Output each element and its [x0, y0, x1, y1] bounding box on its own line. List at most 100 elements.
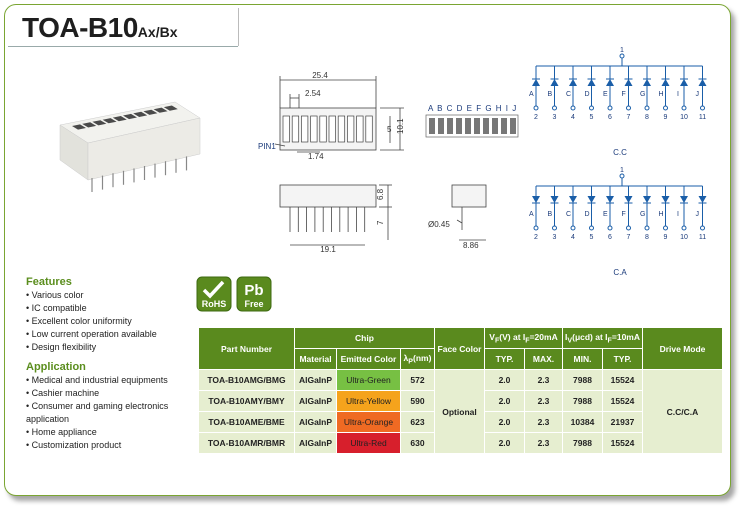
iv-min-cell: 7988	[562, 390, 603, 412]
emitted-color-cell: Ultra-Green	[336, 369, 401, 391]
pin-dot	[533, 105, 539, 111]
pin-dot	[570, 225, 576, 231]
emitted-color-cell: Ultra-Yellow	[336, 390, 401, 412]
diode-icon	[532, 196, 540, 203]
segment-label: E	[603, 211, 608, 218]
application-heading: Application	[26, 361, 86, 373]
diode-icon	[698, 196, 707, 203]
top-view-segment	[328, 115, 336, 143]
pin-number: 3	[553, 234, 557, 241]
pin-dot	[607, 225, 613, 231]
pin-dot	[681, 105, 687, 111]
feature-item: Design flexibility	[26, 341, 196, 354]
feature-item: Low current operation available	[26, 328, 196, 341]
part-number-cell: TOA-B10AMG/BMG	[198, 369, 295, 391]
front-view-segment	[438, 118, 444, 134]
diode-icon	[550, 79, 559, 86]
wavelength-cell: 630	[400, 432, 435, 454]
col-material: Material	[294, 348, 337, 370]
col-part-number: Part Number	[198, 327, 295, 370]
pin-dot	[644, 225, 650, 231]
col-lambda: λP(nm)	[400, 348, 435, 370]
spec-table: Part Number Chip Face Color VF(V) at IF=…	[198, 327, 723, 454]
feature-item: Various color	[26, 289, 196, 302]
dim-6-8: 6.8	[376, 188, 385, 200]
pin-number: 9	[664, 234, 668, 241]
pin1-label: PIN1	[258, 142, 276, 151]
pin-number: 2	[534, 114, 538, 121]
pin-number: 3	[553, 114, 557, 121]
iv-min-cell: 7988	[562, 369, 603, 391]
diode-icon	[680, 79, 688, 86]
col-vf-typ: TYP.	[484, 348, 525, 370]
front-view-segment	[465, 118, 471, 134]
title-suffix: Ax/Bx	[137, 24, 178, 40]
diode-icon	[569, 79, 577, 86]
material-cell: AlGaInP	[294, 369, 337, 391]
dim-0-45: Ø0.45	[428, 220, 450, 229]
pin-number: 8	[645, 114, 649, 121]
free-label: Free	[244, 299, 263, 309]
photo-segment	[153, 107, 168, 113]
pin-number: 7	[627, 114, 631, 121]
photo-segment	[82, 122, 97, 128]
dim-1-74: 1.74	[308, 152, 324, 161]
pin-dot	[700, 225, 705, 231]
segment-label: H	[659, 211, 664, 218]
pin-number: 11	[699, 234, 706, 241]
pb-label: Pb	[244, 282, 263, 299]
vf-typ-cell: 2.0	[484, 432, 525, 454]
pin-dot	[626, 105, 631, 111]
photo-segment	[92, 120, 107, 126]
iv-min-cell: 7988	[562, 432, 603, 454]
pin-number: 11	[699, 114, 706, 121]
part-number-cell: TOA-B10AMY/BMY	[198, 390, 295, 412]
pin-dot	[626, 225, 631, 231]
vf-typ-cell: 2.0	[484, 411, 525, 433]
col-drive-mode: Drive Mode	[642, 327, 723, 370]
segment-label: J	[696, 91, 700, 98]
features-heading: Features	[26, 276, 72, 288]
photo-segment	[123, 113, 137, 120]
top-view-segment	[337, 115, 346, 143]
top-view	[274, 76, 404, 153]
pin-number: 6	[608, 114, 612, 121]
title-main: TOA-B10	[22, 12, 138, 43]
product-photo	[59, 101, 201, 192]
segment-label: C	[566, 91, 571, 98]
title-divider	[8, 46, 238, 47]
dim-2-54: 2.54	[305, 89, 321, 98]
pin-dot	[570, 105, 576, 111]
col-emitted-color: Emitted Color	[336, 348, 401, 370]
diode-icon	[680, 196, 688, 203]
diode-icon	[643, 79, 651, 86]
pin-number: 9	[664, 114, 668, 121]
application-item: Medical and industrial equipments	[26, 374, 194, 387]
pin-dot	[589, 225, 594, 231]
common-pin-dot	[619, 173, 625, 179]
iv-typ-cell: 15524	[602, 432, 643, 454]
common-pin-number: 1	[620, 167, 624, 174]
col-chip: Chip	[294, 327, 435, 349]
pin-number: 2	[534, 234, 538, 241]
product-title: TOA-B10Ax/Bx	[22, 12, 177, 44]
pin-dot	[552, 225, 557, 231]
segment-label: D	[585, 91, 590, 98]
mechanical-drawing: 25.4 2.54 1.74 5 10.1 PIN1 19.1 6.8 7 Ø0…	[258, 47, 707, 277]
pin-dot	[681, 225, 687, 231]
col-vf-max: MAX.	[524, 348, 563, 370]
drive-mode-cell: C.C/C.A	[642, 369, 723, 454]
dim-8-86: 8.86	[463, 241, 479, 250]
application-item: Customization product	[26, 439, 194, 452]
emitted-color-cell: Ultra-Red	[336, 432, 401, 454]
application-list: Medical and industrial equipmentsCashier…	[26, 374, 194, 452]
top-view-segment	[301, 115, 309, 143]
diode-icon	[698, 79, 707, 86]
common-pin-dot	[619, 53, 625, 59]
top-view-segment	[282, 115, 290, 143]
